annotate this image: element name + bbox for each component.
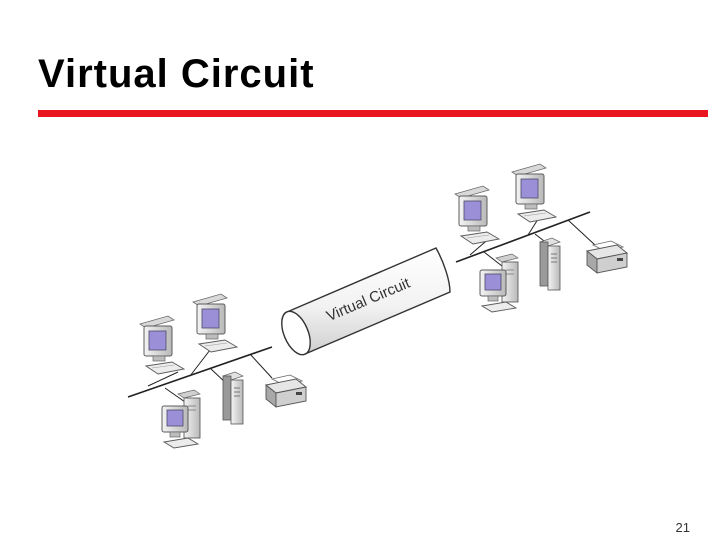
virtual-circuit-tunnel: Virtual Circuit bbox=[281, 247, 451, 356]
server-icon bbox=[539, 237, 561, 291]
slide-title: Virtual Circuit bbox=[38, 52, 315, 96]
title-underline bbox=[38, 110, 708, 117]
desktop-computer-icon bbox=[192, 293, 238, 353]
printer-icon bbox=[265, 374, 307, 408]
desktop-computer-icon bbox=[454, 185, 500, 245]
left-network-bus bbox=[127, 346, 273, 403]
desktop-computer-icon bbox=[511, 163, 557, 223]
server-icon bbox=[222, 371, 244, 425]
printer-icon bbox=[586, 240, 628, 274]
tower-computer-icon bbox=[479, 253, 519, 313]
desktop-computer-icon bbox=[139, 315, 185, 375]
page-number: 21 bbox=[675, 520, 690, 535]
